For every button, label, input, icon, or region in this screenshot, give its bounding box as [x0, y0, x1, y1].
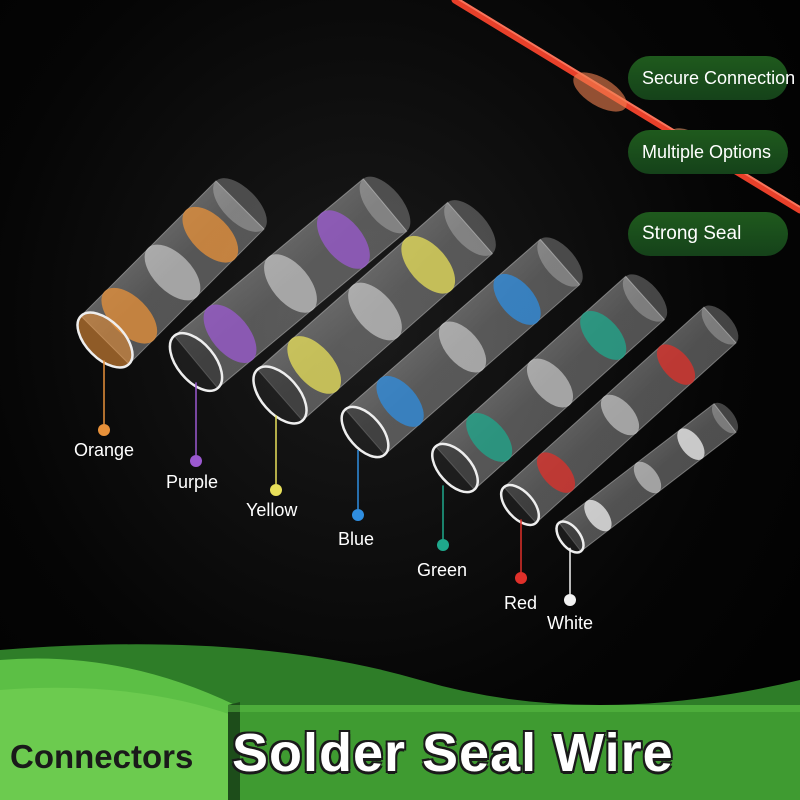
- color-dot-orange: [98, 424, 110, 436]
- color-dot-blue: [352, 509, 364, 521]
- color-dot-white: [564, 594, 576, 606]
- banner-title-text: Solder Seal Wire: [232, 723, 674, 783]
- label-white: White: [547, 613, 594, 633]
- wire-sleeve-1: [573, 72, 627, 112]
- color-dot-red: [515, 572, 527, 584]
- connector-tube-yellow: [252, 200, 496, 496]
- feature-text-multiple: Multiple Options: [642, 141, 772, 162]
- label-red: Red: [504, 593, 538, 613]
- connector-tube-orange: [76, 178, 267, 436]
- label-purple: Purple: [166, 472, 219, 492]
- label-green: Green: [417, 560, 468, 580]
- feature-text-strong: Strong Seal: [642, 223, 742, 244]
- connector-tube-red: [499, 305, 739, 584]
- connector-tube-white: [555, 402, 739, 606]
- feature-badge-strong: Strong Seal: [628, 212, 788, 256]
- feature-badge-multiple: Multiple Options: [628, 130, 788, 174]
- connector-tube-blue: [340, 237, 583, 521]
- label-orange: Orange: [74, 440, 135, 460]
- connector-tube-green: [431, 274, 668, 551]
- label-yellow: Yellow: [246, 500, 298, 520]
- bottom-banner: [0, 644, 800, 800]
- feature-badge-secure: Secure Connection: [628, 56, 795, 100]
- color-dot-yellow: [270, 484, 282, 496]
- label-blue: Blue: [338, 529, 375, 549]
- feature-text-secure: Secure Connection: [642, 67, 796, 88]
- banner-connectors-text: Connectors: [10, 738, 194, 775]
- connector-tube-purple: [168, 176, 411, 467]
- wire-illustration: [451, 0, 800, 214]
- connector-tubes: [76, 176, 739, 606]
- color-dot-purple: [190, 455, 202, 467]
- color-dot-green: [437, 539, 449, 551]
